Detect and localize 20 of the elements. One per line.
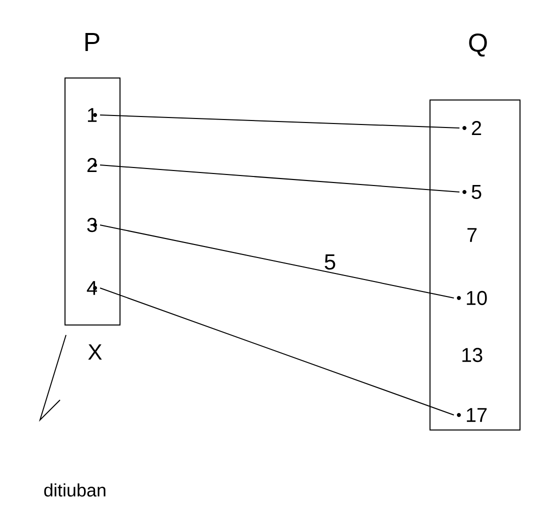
set-element: 10 — [456, 290, 487, 306]
node-label: P — [85, 33, 100, 51]
set-element: 2 — [462, 121, 482, 135]
node-label: 17 — [466, 408, 487, 422]
number-label: 5 — [324, 254, 336, 270]
mapping-line — [100, 164, 460, 192]
set-element: 13 — [462, 348, 482, 362]
note-text: ditiuban — [44, 483, 106, 497]
node-label: Q — [469, 33, 487, 57]
mapping-line — [100, 288, 454, 416]
set-element: 7 — [467, 228, 477, 242]
set-element: 5 — [462, 185, 482, 199]
mapping-line — [100, 114, 460, 128]
node-label: 10 — [466, 290, 487, 306]
node-label: 5 — [472, 185, 482, 199]
set-element: 1 — [88, 108, 98, 122]
set-element: 17 — [456, 408, 487, 422]
cross-mark: X — [88, 344, 102, 360]
mapping-line — [100, 224, 454, 298]
node-label: 2 — [472, 121, 482, 135]
